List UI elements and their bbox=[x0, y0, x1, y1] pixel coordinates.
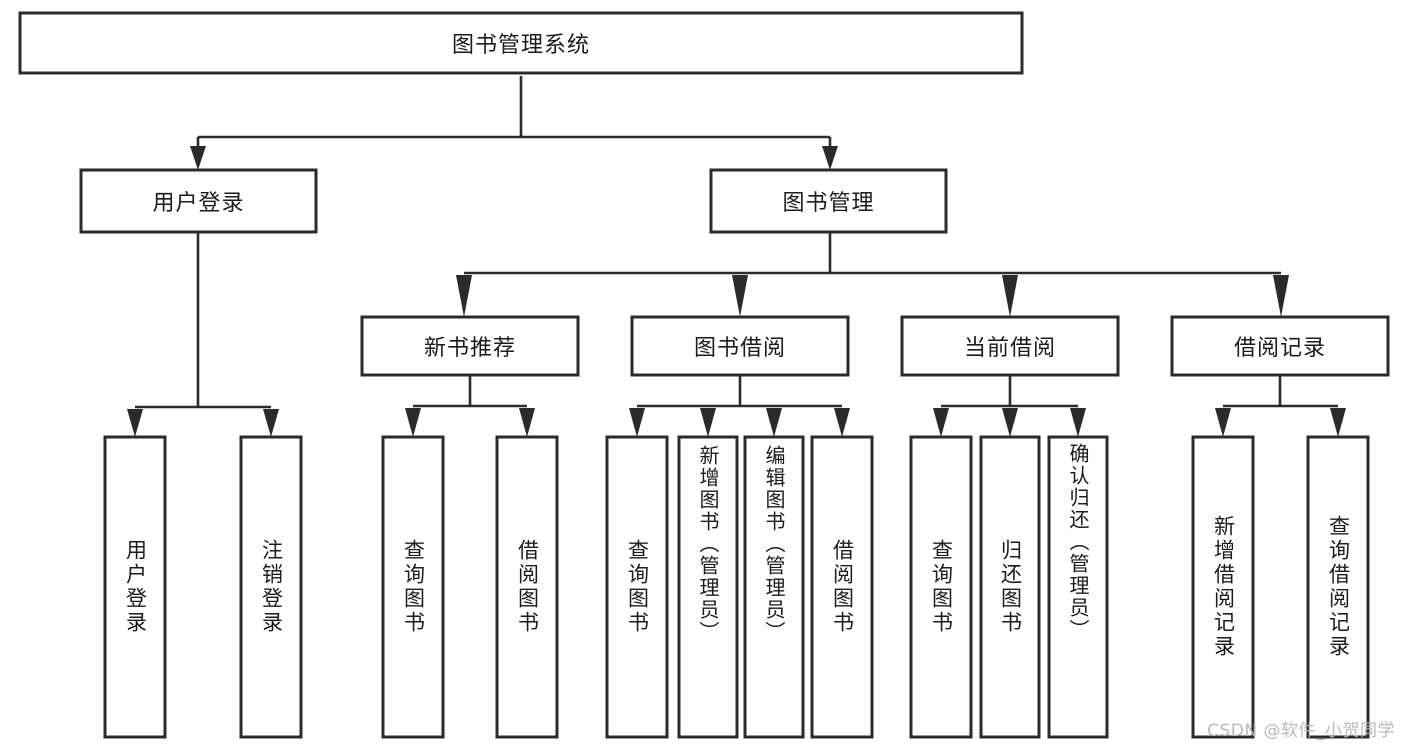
node-new-book-recommend[interactable] bbox=[360, 315, 580, 377]
arrow-head-leaf-edit-book bbox=[766, 408, 782, 437]
connector-layer bbox=[127, 76, 1346, 437]
node-borrow-record[interactable] bbox=[1170, 315, 1390, 377]
arrow-head-leaf-borrow-book-2 bbox=[834, 408, 850, 437]
watermark-text: CSDN @软件_小贺同学 bbox=[1207, 721, 1395, 741]
arrow-head-leaf-borrow-book-1 bbox=[519, 408, 535, 437]
arrow-head-borrow-record bbox=[1273, 275, 1289, 317]
arrow-head-leaf-return-book bbox=[1002, 408, 1018, 437]
arrow-head-leaf-query-book-2 bbox=[629, 408, 645, 437]
node-leaf-borrow-book-1[interactable] bbox=[495, 435, 559, 739]
node-layer bbox=[18, 11, 1390, 739]
arrow-head-book-borrow bbox=[732, 275, 748, 317]
node-leaf-query-book-3[interactable] bbox=[909, 435, 973, 739]
arrow-head-new-book-recommend bbox=[456, 275, 472, 317]
node-leaf-add-record[interactable] bbox=[1191, 435, 1255, 739]
node-leaf-confirm-return[interactable] bbox=[1047, 435, 1109, 739]
node-leaf-borrow-book-2[interactable] bbox=[810, 435, 874, 739]
node-user-login[interactable] bbox=[79, 168, 318, 234]
arrow-head-book-management bbox=[822, 146, 838, 170]
node-leaf-add-book[interactable] bbox=[677, 435, 739, 739]
arrow-head-leaf-confirm-return bbox=[1070, 408, 1086, 437]
node-current-borrow[interactable] bbox=[900, 315, 1120, 377]
node-leaf-query-book-2[interactable] bbox=[605, 435, 669, 739]
arrow-head-leaf-query-book-1 bbox=[405, 408, 421, 437]
node-book-management[interactable] bbox=[709, 168, 948, 234]
arrow-head-leaf-query-book-3 bbox=[933, 408, 949, 437]
arrow-head-leaf-user-login bbox=[127, 409, 143, 437]
node-book-borrow[interactable] bbox=[630, 315, 850, 377]
node-leaf-edit-book[interactable] bbox=[743, 435, 805, 739]
node-leaf-query-book-1[interactable] bbox=[381, 435, 445, 739]
node-leaf-query-record[interactable] bbox=[1306, 435, 1370, 739]
arrow-head-leaf-user-logout bbox=[263, 409, 279, 437]
node-root[interactable] bbox=[18, 11, 1024, 75]
node-leaf-return-book[interactable] bbox=[979, 435, 1041, 739]
arrow-head-current-borrow bbox=[1002, 275, 1018, 317]
arrow-head-leaf-add-book bbox=[700, 408, 716, 437]
arrow-head-leaf-add-record bbox=[1215, 408, 1231, 437]
node-leaf-user-login[interactable] bbox=[103, 435, 167, 739]
arrow-head-leaf-query-record bbox=[1330, 408, 1346, 437]
node-leaf-user-logout[interactable] bbox=[239, 435, 303, 739]
arrow-head-user-login bbox=[190, 146, 206, 170]
